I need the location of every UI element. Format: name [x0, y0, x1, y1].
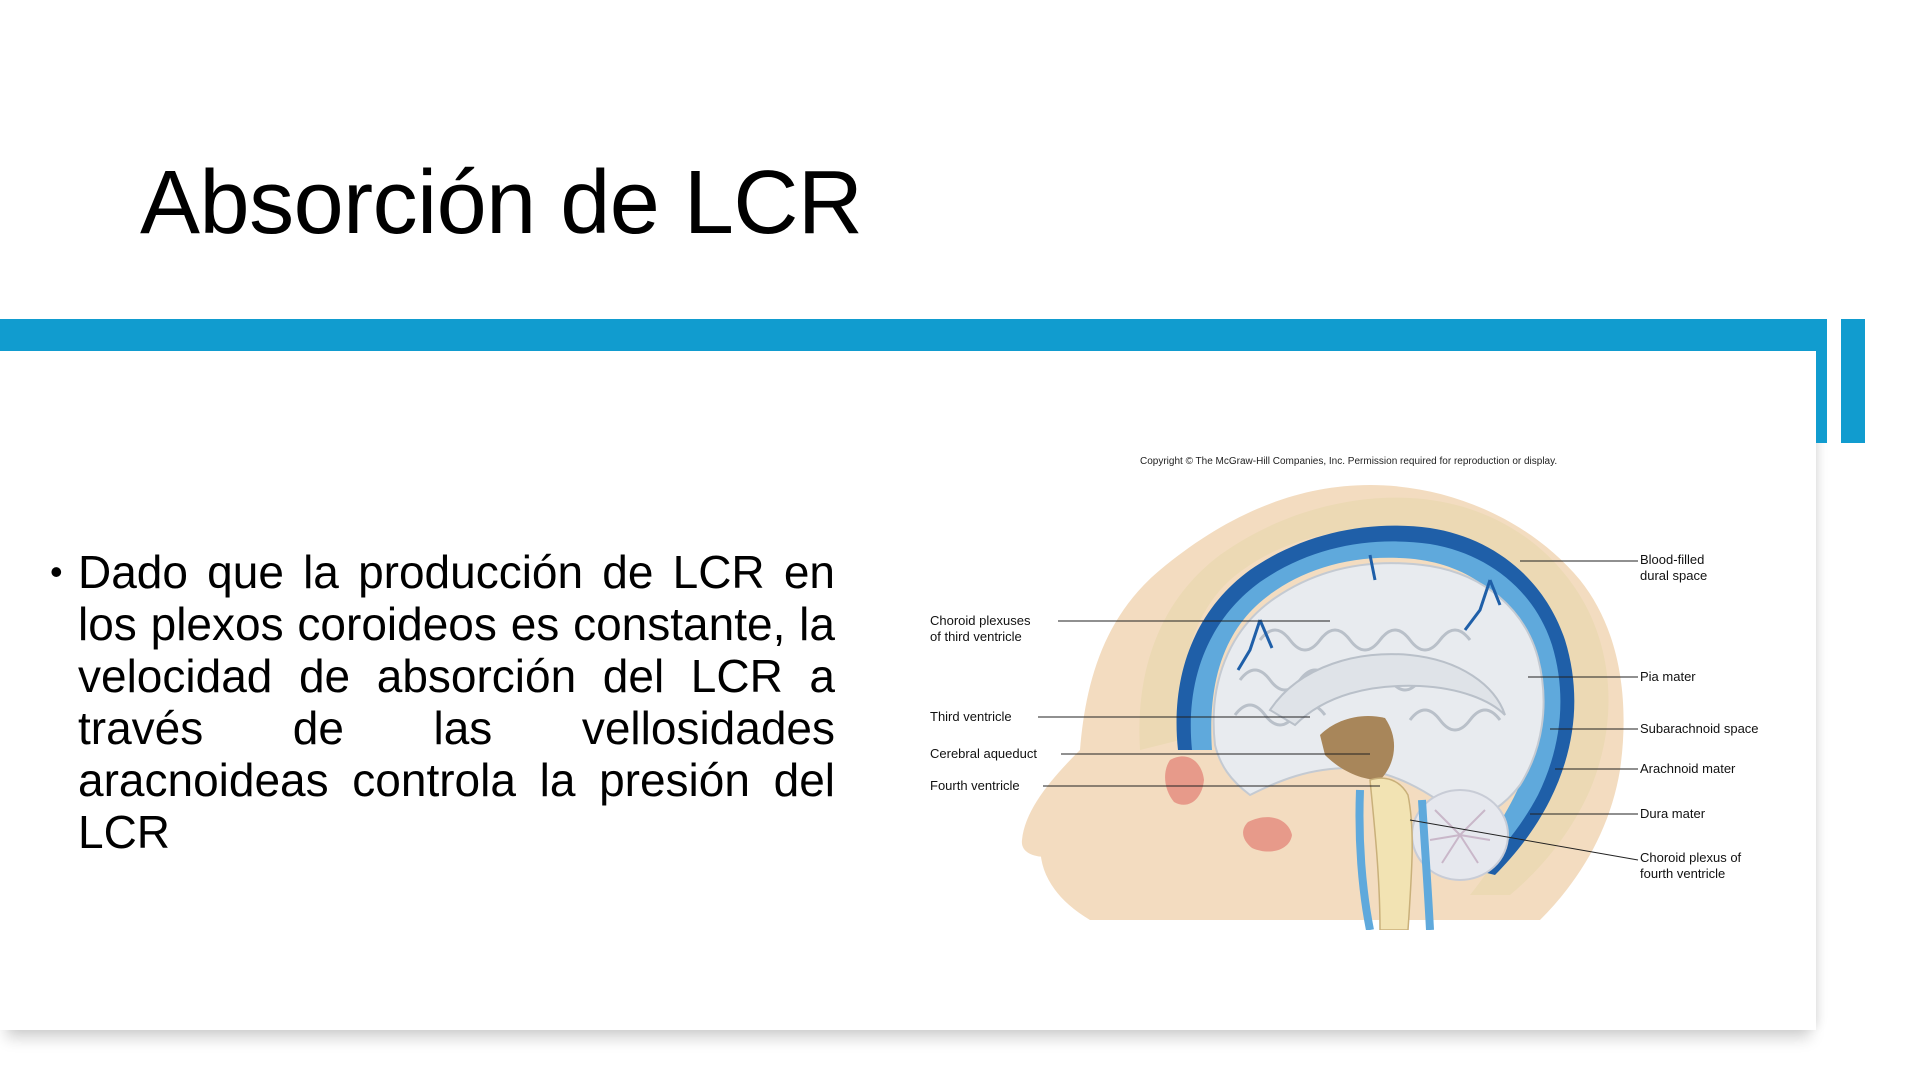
brain-illustration: [1021, 485, 1624, 930]
label-cerebral-aqueduct: Cerebral aqueduct: [930, 746, 1037, 761]
cerebellum-arbor: [1429, 809, 1491, 864]
accent-stripe: [1841, 319, 1865, 443]
sphenoid-sinus: [1243, 817, 1292, 852]
label-fourth-ventricle: Fourth ventricle: [930, 778, 1020, 793]
label-pia-mater: Pia mater: [1640, 669, 1696, 684]
label-choroid-plexuses-third-ventricle: Choroid plexuses of third ventricle: [930, 613, 1031, 644]
bullet-list: • Dado que la producción de LCR en los p…: [50, 546, 835, 858]
accent-bar: [0, 319, 1827, 351]
label-subarachnoid-space: Subarachnoid space: [1640, 721, 1759, 736]
corpus-callosum: [1268, 653, 1506, 727]
label-choroid-plexus-fourth-ventricle: Choroid plexus of fourth ventricle: [1640, 850, 1742, 881]
nose: [1021, 750, 1120, 920]
arachnoid-villi: [1236, 554, 1502, 671]
accent-bar-drop: [1816, 319, 1827, 443]
label-arachnoid-mater: Arachnoid mater: [1640, 761, 1736, 776]
label-blood-filled-dural-space: Blood-filled dural space: [1640, 552, 1708, 583]
label-third-ventricle: Third ventricle: [930, 709, 1012, 724]
spinal-csf: [1355, 789, 1434, 930]
figure-copyright: Copyright © The McGraw-Hill Companies, I…: [1140, 456, 1558, 467]
bullet-text: Dado que la producción de LCR en los ple…: [78, 546, 835, 858]
brain-csf-figure: Copyright © The McGraw-Hill Companies, I…: [930, 450, 1810, 930]
brainstem: [1369, 777, 1413, 930]
bullet-marker: •: [50, 551, 63, 592]
slide-title: Absorción de LCR: [140, 153, 863, 253]
label-dura-mater: Dura mater: [1640, 806, 1706, 821]
leader-lines: [1038, 560, 1639, 861]
frontal-sinus: [1165, 756, 1204, 805]
third-ventricle-shape: [1320, 715, 1395, 780]
cerebrum: [1212, 562, 1545, 824]
